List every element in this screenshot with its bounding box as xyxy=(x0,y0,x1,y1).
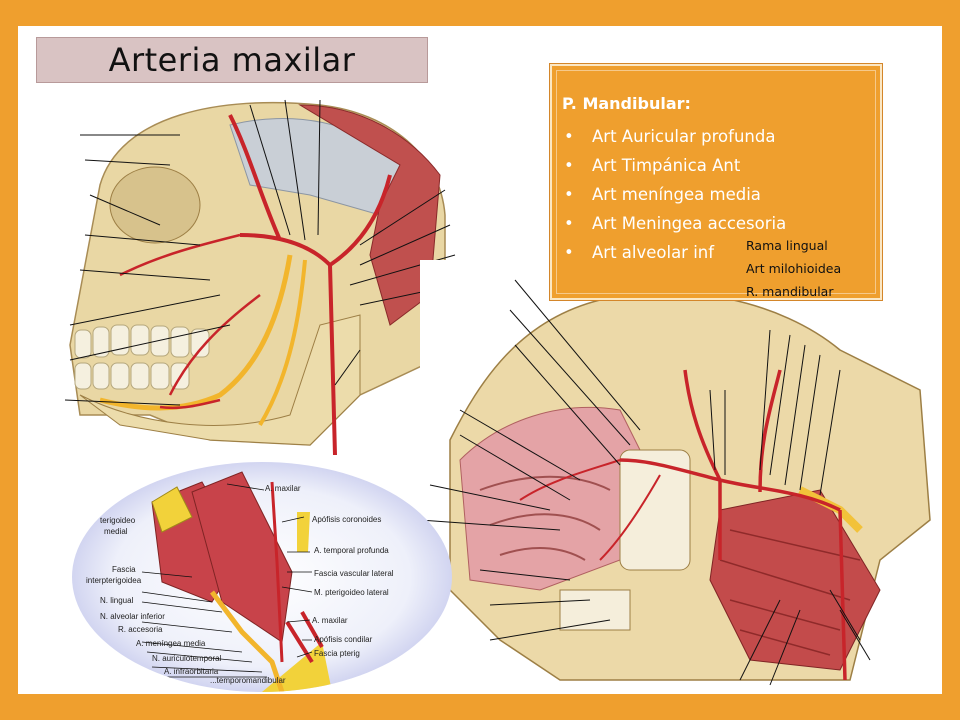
oval-label-left: N. alveolar inferior xyxy=(100,612,165,621)
oval-deep-dissection-figure xyxy=(72,462,452,692)
info-box: P. Mandibular: Art Auricular profunda Ar… xyxy=(549,63,883,301)
oval-label-right: Apófisis condilar xyxy=(314,635,373,644)
skull-lateral-figure xyxy=(60,95,460,455)
oval-label-left: ...temporomandibular xyxy=(210,676,286,685)
oval-label-right: A. maxilar xyxy=(265,484,301,493)
oval-label-left: interpterigoidea xyxy=(86,576,142,585)
oval-label-right: M. pterigoideo lateral xyxy=(314,588,389,597)
list-item: Art Meningea accesoria xyxy=(562,209,786,238)
info-box-border xyxy=(556,70,876,294)
oval-label-left: medial xyxy=(104,527,128,536)
artery-list: Art Auricular profunda Art Timpánica Ant… xyxy=(562,122,786,267)
oval-label-left: Fascia xyxy=(112,565,136,574)
list-item: Art Timpánica Ant xyxy=(562,151,786,180)
sublabel: R. mandibular xyxy=(746,284,834,299)
oval-label-right: Fascia vascular lateral xyxy=(314,569,394,578)
branch-sublabels: Rama lingual Art milohioidea R. mandibul… xyxy=(746,234,841,303)
oval-label-right: A. temporal profunda xyxy=(314,546,389,555)
oval-label-right: Apófisis coronoides xyxy=(312,515,382,524)
title-box: Arteria maxilar xyxy=(36,37,428,83)
info-heading: P. Mandibular: xyxy=(562,94,691,113)
oval-label-left: terigoideo xyxy=(100,516,136,525)
oval-label-left: A. meníngea media xyxy=(136,639,206,648)
sublabel: Art milohioidea xyxy=(746,261,842,276)
oval-label-left: N. auriculotemporal xyxy=(152,654,222,663)
page-title: Arteria maxilar xyxy=(108,41,356,79)
oval-label-left: A. infraorbitaria xyxy=(164,667,219,676)
sagittal-head-figure xyxy=(420,260,940,690)
list-item: Art alveolar inf xyxy=(562,238,786,267)
oval-label-left: R. accesoria xyxy=(118,625,163,634)
oval-label-right: Fascia pterig xyxy=(314,649,360,658)
oval-label-right: A. maxilar xyxy=(312,616,348,625)
oval-label-left: N. lingual xyxy=(100,596,134,605)
list-item: Art Auricular profunda xyxy=(562,122,786,151)
list-item: Art meníngea media xyxy=(562,180,786,209)
sublabel: Rama lingual xyxy=(746,238,828,253)
